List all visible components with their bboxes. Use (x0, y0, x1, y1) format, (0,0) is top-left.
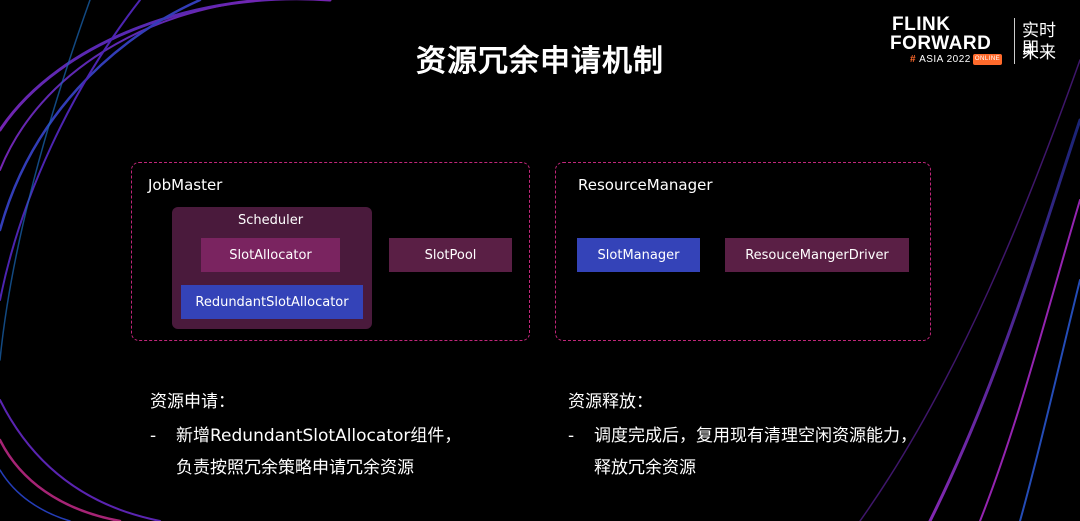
logo-hash: # (910, 54, 916, 65)
apply-line1: 新增RedundantSlotAllocator组件， (176, 425, 461, 447)
logo-line1: FLINK (892, 16, 950, 34)
online-badge: ONLINE (973, 54, 1002, 65)
scheduler-label: Scheduler (238, 213, 303, 228)
logo-edition-text: ASIA 2022 (919, 54, 971, 65)
apply-heading: 资源申请： (150, 391, 235, 413)
slogan-line2: 未来 (1022, 44, 1056, 62)
redundant-slot-allocator-box: RedundantSlotAllocator (181, 285, 363, 319)
release-line2: 释放冗余资源 (594, 457, 696, 479)
logo-divider (1014, 18, 1015, 64)
release-line1: 调度完成后，复用现有清理空闲资源能力， (594, 425, 917, 447)
release-bullet: - (568, 425, 574, 447)
jobmaster-label: JobMaster (148, 176, 222, 194)
apply-line2: 负责按照冗余策略申请冗余资源 (176, 457, 414, 479)
release-heading: 资源释放： (568, 391, 653, 413)
slot-pool-box: SlotPool (389, 238, 512, 272)
resourcemanager-label: ResourceManager (578, 176, 713, 194)
resource-manager-driver-box: ResouceMangerDriver (725, 238, 909, 272)
slot-allocator-box: SlotAllocator (201, 238, 340, 272)
apply-bullet: - (150, 425, 156, 447)
logo-line2: FORWARD (890, 35, 991, 53)
slot-manager-box: SlotManager (577, 238, 700, 272)
